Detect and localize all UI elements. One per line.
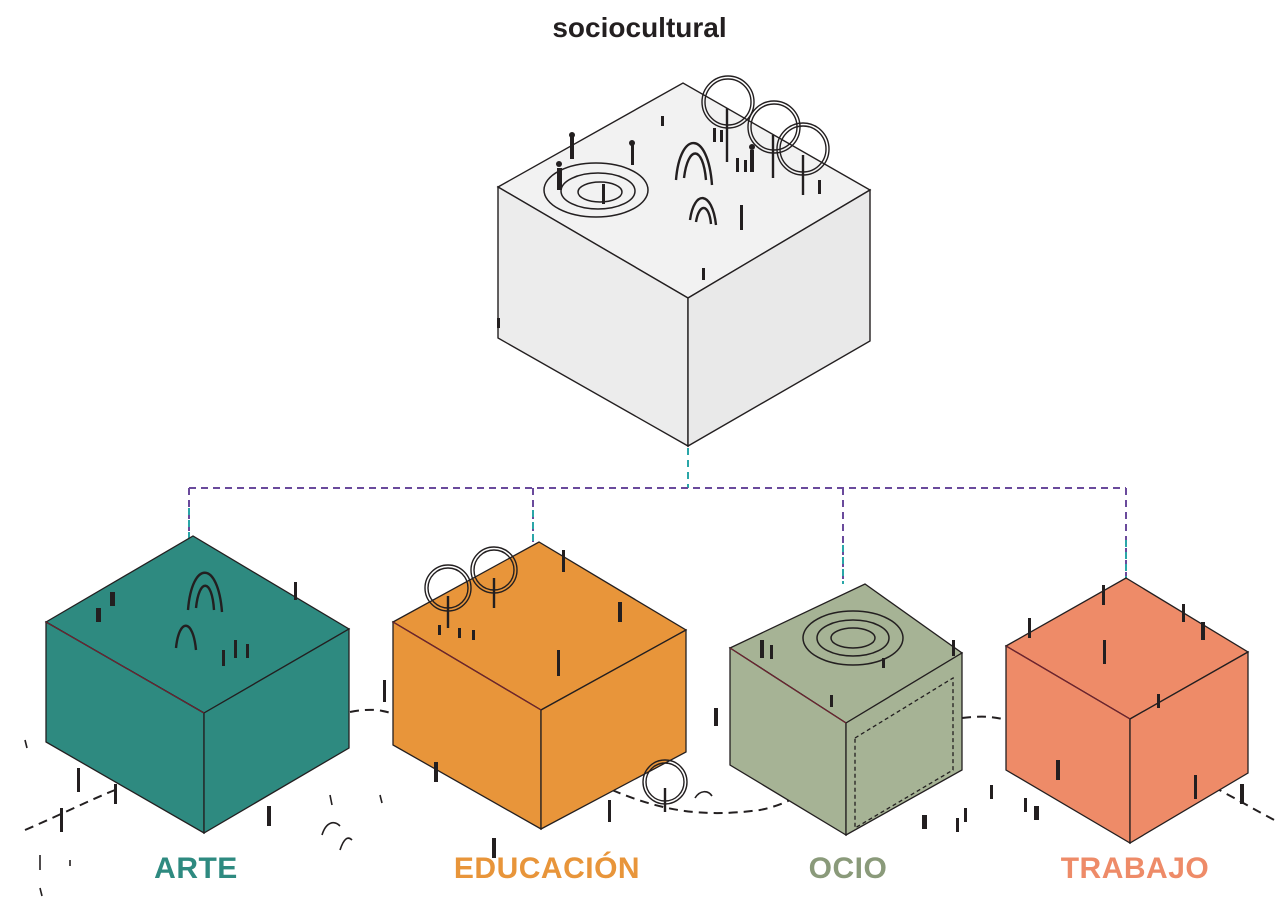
- ocio-people-icon: [760, 640, 955, 707]
- main-cube-right-face: [687, 188, 871, 448]
- label-ocio: OCIO: [808, 852, 888, 885]
- connector-lines: [188, 448, 1127, 584]
- trabajo-people-icon: [1028, 585, 1205, 799]
- tree-icon-group: [701, 75, 830, 195]
- arte-fountain-icon: [174, 571, 224, 651]
- concentric-rings-icon: [543, 162, 649, 218]
- main-cube: [496, 75, 872, 448]
- ground-figures-icon: [60, 680, 1244, 858]
- educacion-people-icon: [434, 550, 622, 782]
- ocio-door-outline: [854, 676, 954, 830]
- cube-ocio: [728, 583, 964, 837]
- cube-educacion-right: [540, 628, 687, 831]
- people-figures-icon: [497, 116, 821, 328]
- ground-strokes: [24, 739, 713, 897]
- label-arte: ARTE: [154, 852, 238, 885]
- cube-trabajo-right: [1129, 650, 1249, 845]
- ocio-rings-icon: [802, 610, 904, 666]
- cube-ocio-right: [845, 651, 963, 837]
- cube-trabajo: [1004, 577, 1250, 845]
- fountain-icon: [674, 141, 718, 226]
- cube-arte: [44, 535, 351, 835]
- educacion-tree-icon: [424, 546, 688, 812]
- arte-people-icon: [96, 582, 297, 666]
- cube-arte-right: [203, 627, 350, 835]
- cube-educacion: [391, 541, 688, 831]
- diagram-title: sociocultural: [552, 12, 727, 43]
- label-educacion: EDUCACIÓN: [453, 852, 641, 885]
- label-trabajo: TRABAJO: [1060, 852, 1210, 885]
